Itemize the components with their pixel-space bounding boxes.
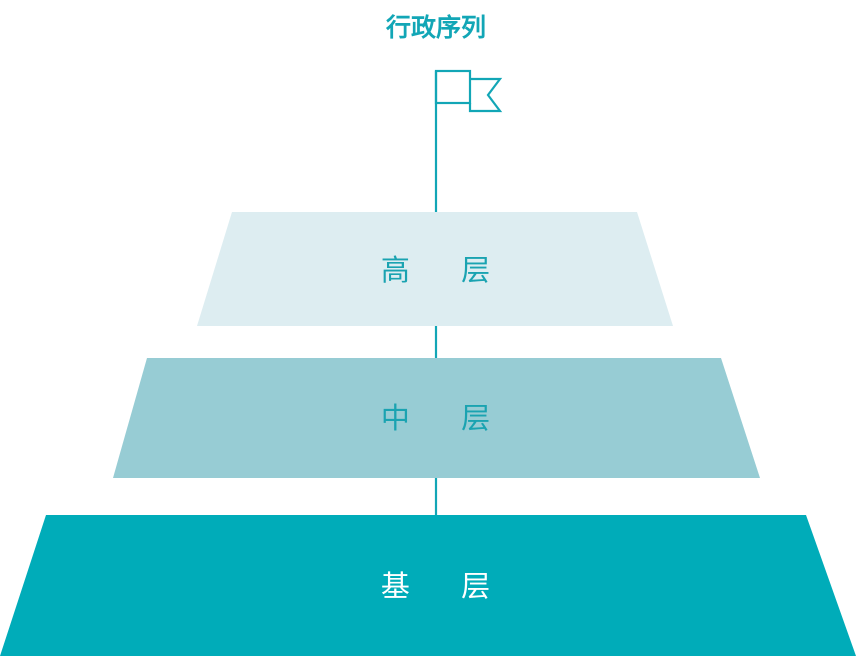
diagram-title: 行政序列 — [385, 13, 486, 42]
tier-top-label: 高 层 — [381, 253, 511, 287]
tier-bottom: 基 层 — [0, 515, 856, 656]
tier-bottom-label: 基 层 — [381, 569, 511, 603]
tier-middle: 中 层 — [113, 358, 760, 478]
flag-icon — [434, 69, 503, 212]
tier-middle-shape — [113, 358, 760, 478]
tier-top-shape — [197, 212, 673, 326]
tier-middle-label: 中 层 — [381, 401, 511, 435]
tier-top: 高 层 — [197, 212, 673, 326]
tier-bottom-shape — [0, 515, 856, 656]
